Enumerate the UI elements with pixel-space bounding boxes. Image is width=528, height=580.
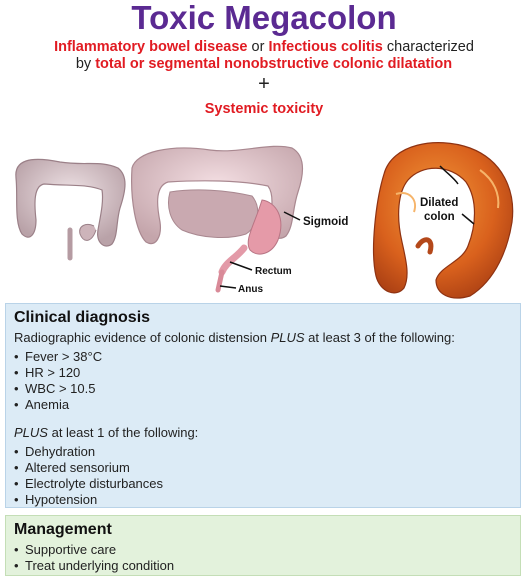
plus-sign: + — [258, 73, 270, 95]
list-item: WBC > 10.5 — [14, 381, 512, 397]
list-item: Dehydration — [14, 444, 512, 460]
normal-colon: Normal — [15, 158, 126, 261]
list-item: Supportive care — [14, 542, 512, 558]
clinical-second-plus: PLUS — [14, 425, 48, 440]
list-item: Hypotension — [14, 492, 512, 508]
colon-illustration: Normal Sigmoid Rectum Anus Dilated colon — [15, 142, 514, 299]
anus-label: Anus — [238, 284, 263, 295]
definition-ibd: Inflammatory bowel disease — [54, 39, 248, 55]
clinical-heading: Clinical diagnosis — [14, 309, 151, 326]
list-item: HR > 120 — [14, 365, 512, 381]
definition-line-2: by total or segmental nonobstructive col… — [0, 56, 528, 73]
list-item: Altered sensorium — [14, 460, 512, 476]
systemic-toxicity: Systemic toxicity — [204, 101, 324, 117]
management-heading: Management — [14, 521, 112, 538]
clinical-lead-suffix: at least 3 of the following: — [308, 330, 455, 345]
criteria-list: Fever > 38°C HR > 120 WBC > 10.5 Anemia — [14, 349, 512, 413]
clinical-second-suffix: at least 1 of the following: — [51, 425, 199, 440]
dilated-label-line-2: colon — [424, 211, 455, 223]
dilated-colon: Dilated colon — [372, 142, 514, 299]
list-item: Electrolyte disturbances — [14, 476, 512, 492]
dilated-label-line-1: Dilated — [420, 197, 458, 209]
page-title: Toxic Megacolon — [131, 0, 397, 36]
list-item: Anemia — [14, 397, 512, 413]
definition-characterized: characterized — [386, 39, 474, 55]
sigmoid-label: Sigmoid — [303, 216, 348, 228]
definition: Inflammatory bowel disease or Infectious… — [0, 39, 528, 73]
definition-infectious: Infectious colitis — [268, 39, 383, 55]
definition-line-1: Inflammatory bowel disease or Infectious… — [0, 39, 528, 56]
management-box: Management Supportive care Treat underly… — [5, 515, 521, 576]
definition-or: or — [251, 39, 265, 55]
clinical-lead-prefix: Radiographic evidence of colonic distens… — [14, 330, 267, 345]
segmental-colon: Sigmoid Rectum Anus — [131, 145, 348, 295]
list-item: Fever > 38°C — [14, 349, 512, 365]
clinical-lead: Radiographic evidence of colonic distens… — [14, 330, 512, 346]
list-item: Treat underlying condition — [14, 558, 512, 574]
clinical-lead-plus: PLUS — [270, 330, 305, 345]
clinical-second-lead: PLUS at least 1 of the following: — [14, 425, 512, 441]
rectum-label: Rectum — [255, 266, 292, 277]
clinical-diagnosis-box: Clinical diagnosis Radiographic evidence… — [5, 303, 521, 508]
signs-list: Dehydration Altered sensorium Electrolyt… — [14, 444, 512, 508]
normal-label: Normal — [40, 207, 78, 219]
definition-dilatation: total or segmental nonobstructive coloni… — [95, 56, 453, 72]
management-list: Supportive care Treat underlying conditi… — [14, 542, 512, 574]
definition-by: by — [75, 56, 92, 72]
